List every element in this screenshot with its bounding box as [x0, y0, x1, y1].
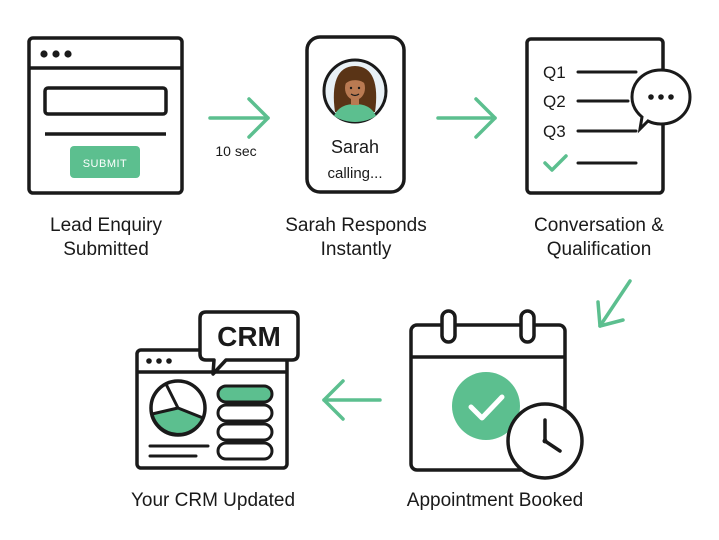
question-3-label: Q3 — [543, 122, 566, 141]
arrow-left-icon — [322, 379, 382, 421]
step-crm-line1: Your CRM Updated — [130, 490, 296, 511]
question-2-label: Q2 — [543, 92, 566, 111]
avatar — [322, 58, 388, 124]
caller-status: calling... — [327, 165, 382, 182]
confirm-check-icon — [452, 372, 520, 440]
step-lead-label: Lead Enquiry Submitted — [30, 214, 182, 262]
step-appointment-label: Appointment Booked — [385, 489, 605, 513]
submit-button[interactable]: SUBMIT — [70, 146, 140, 178]
arrow-down-left-icon — [596, 279, 632, 328]
arrow-right-icon — [208, 97, 270, 139]
check-icon — [543, 154, 568, 172]
step-lead-line2: Submitted — [63, 239, 149, 260]
crm-bubble-icon: CRM — [198, 310, 300, 376]
step-responds-line2: Instantly — [320, 239, 392, 260]
delay-label: 10 sec — [215, 143, 256, 159]
step-conversation-line1: Conversation & — [534, 215, 664, 236]
crm-dashboard-icon: CRM — [135, 310, 300, 470]
phone-call-icon: Sarah calling... — [305, 35, 406, 194]
pie-chart-icon — [149, 379, 207, 437]
crm-bubble-text: CRM — [217, 321, 281, 352]
chat-bubble-icon — [630, 68, 692, 134]
step-appointment-line1: Appointment Booked — [406, 490, 584, 511]
calendar-clock-icon — [409, 309, 584, 480]
browser-dots-icon — [40, 50, 72, 58]
step-responds-line1: Sarah Responds — [285, 215, 427, 236]
step-conversation-label: Conversation & Qualification — [513, 214, 685, 262]
step-conversation-line2: Qualification — [546, 239, 652, 260]
database-icon — [216, 384, 274, 461]
browser-form-icon — [27, 36, 184, 195]
arrow-right-icon — [436, 97, 497, 139]
caller-name: Sarah — [331, 137, 379, 157]
step-responds-label: Sarah Responds Instantly — [270, 214, 442, 262]
question-1-label: Q1 — [543, 63, 566, 82]
checklist-chat-icon: Q1 Q2 Q3 — [525, 37, 692, 195]
submit-button-label: SUBMIT — [83, 158, 128, 170]
step-crm-label: Your CRM Updated — [111, 489, 315, 513]
clock-icon — [506, 402, 584, 480]
step-lead-line1: Lead Enquiry — [50, 215, 162, 236]
